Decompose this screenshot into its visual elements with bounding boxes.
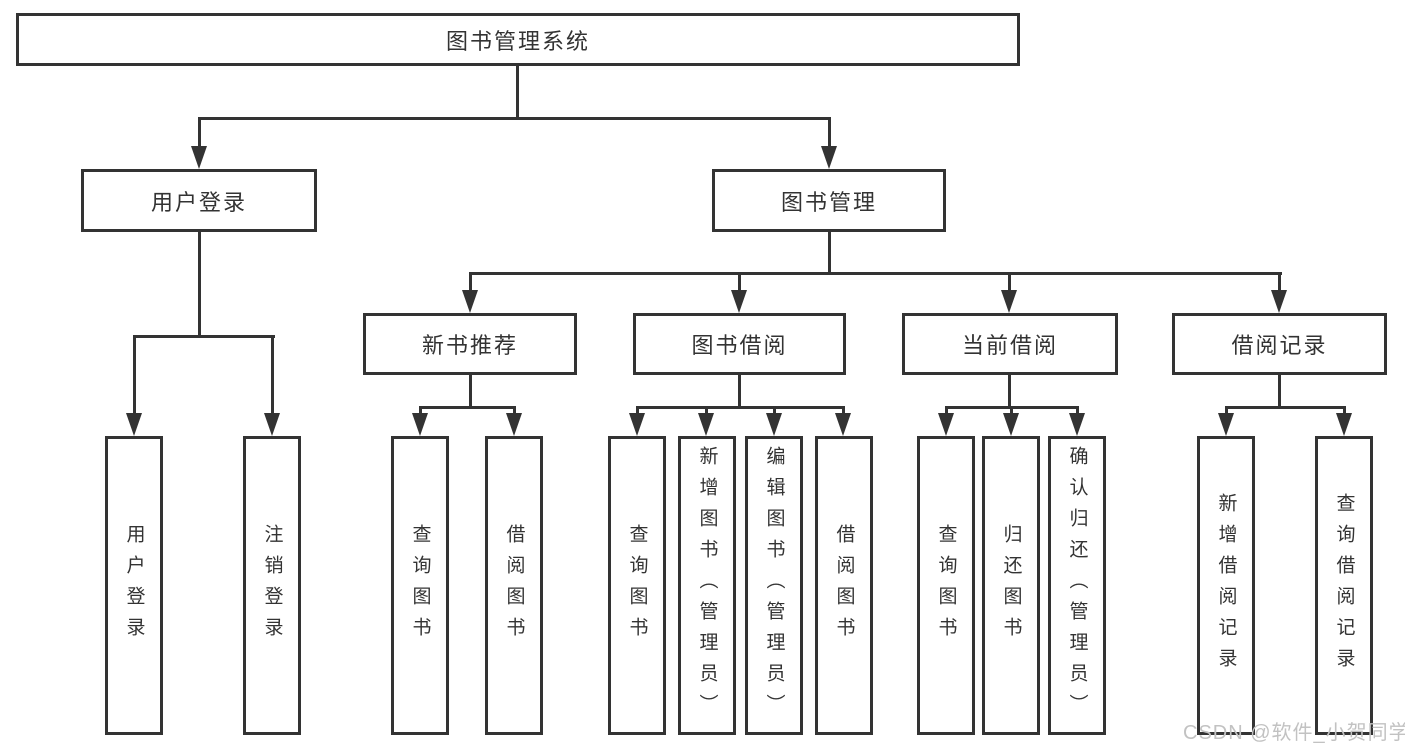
arrow-down-icon [1001,290,1017,313]
node-query-books-newbook: 查询图书 [391,436,449,735]
arrow-down-icon [835,413,851,436]
connector-arrow-stem [773,406,776,416]
node-return-books: 归还图书 [982,436,1040,735]
connector-arrow-stem [705,406,708,416]
node-edit-books-admin: 编辑图书（管理员） [745,436,803,735]
connector-book-mgmt-stem [828,230,831,274]
connector-arrow-stem [1278,272,1281,292]
arrow-down-icon [1271,290,1287,313]
node-query-books-borrow: 查询图书 [608,436,666,735]
connector-arrow-stem [419,406,422,416]
node-add-books-admin: 新增图书（管理员） [678,436,736,735]
connector-new-book-branch [419,406,516,409]
connector-book-mgmt-branch [469,272,1282,275]
connector-arrow-stem [738,272,741,292]
connector-user-login-branch [133,335,275,338]
node-library-system: 图书管理系统 [16,13,1020,66]
arrow-down-icon [191,146,207,169]
node-new-book-recommend: 新书推荐 [363,313,577,375]
arrow-down-icon [821,146,837,169]
arrow-down-icon [264,413,280,436]
arrow-down-icon [506,413,522,436]
node-query-books-current: 查询图书 [917,436,975,735]
connector-arrow-stem [1010,406,1013,416]
node-user-login-leaf: 用户登录 [105,436,163,735]
connector-root-branch [198,117,831,120]
connector-root-stem [516,64,519,120]
node-logout-leaf: 注销登录 [243,436,301,735]
arrow-down-icon [1069,413,1085,436]
connector-arrow-stem [1343,406,1346,416]
arrow-down-icon [1336,413,1352,436]
node-book-borrow: 图书借阅 [633,313,846,375]
connector-arrow-stem [1076,406,1079,416]
connector-arrow-stem [469,272,472,292]
node-confirm-return-admin: 确认归还（管理员） [1048,436,1106,735]
arrow-down-icon [412,413,428,436]
connector-book-borrow-branch [636,406,845,409]
node-borrow-books-leaf: 借阅图书 [815,436,873,735]
arrow-down-icon [731,290,747,313]
connector-arrow-stem [842,406,845,416]
connector-arrow-stem [513,406,516,416]
node-book-management: 图书管理 [712,169,946,232]
arrow-down-icon [766,413,782,436]
arrow-down-icon [629,413,645,436]
node-borrow-record: 借阅记录 [1172,313,1387,375]
connector-book-borrow-stem [738,373,741,409]
connector-arrow-stem [636,406,639,416]
connector-arrow-stem [198,117,201,149]
connector-arrow-stem [945,406,948,416]
connector-arrow-stem [828,117,831,149]
connector-arrow-stem [271,335,274,415]
arrow-down-icon [462,290,478,313]
node-query-borrow-record: 查询借阅记录 [1315,436,1373,735]
connector-arrow-stem [1008,272,1011,292]
node-borrow-books-newbook: 借阅图书 [485,436,543,735]
csdn-watermark: CSDN @软件_小贺同学 [1183,722,1405,744]
arrow-down-icon [126,413,142,436]
connector-arrow-stem [133,335,136,415]
arrow-down-icon [698,413,714,436]
node-current-borrow: 当前借阅 [902,313,1118,375]
arrow-down-icon [938,413,954,436]
connector-arrow-stem [1225,406,1228,416]
connector-new-book-stem [469,373,472,409]
connector-user-login-stem [198,230,201,337]
arrow-down-icon [1003,413,1019,436]
arrow-down-icon [1218,413,1234,436]
node-add-borrow-record: 新增借阅记录 [1197,436,1255,735]
connector-borrow-record-stem [1278,373,1281,409]
connector-current-borrow-stem [1008,373,1011,409]
node-user-login: 用户登录 [81,169,317,232]
connector-borrow-record-branch [1225,406,1346,409]
